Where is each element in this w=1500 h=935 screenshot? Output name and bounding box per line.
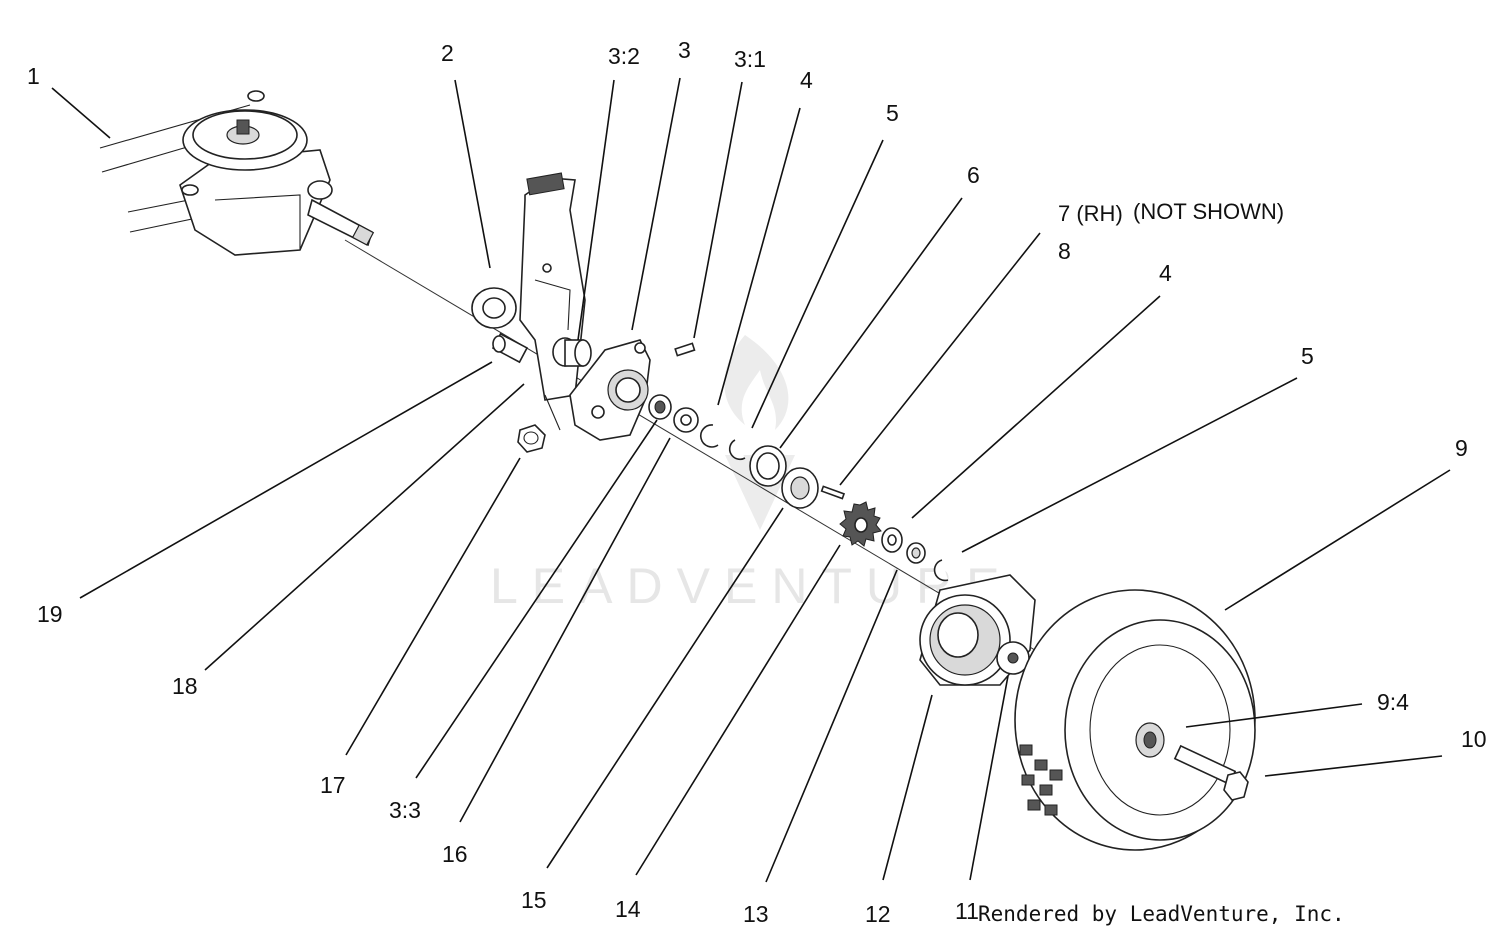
callout-12: 12 — [865, 901, 891, 927]
callout-1: 1 — [27, 63, 40, 89]
callout-5-right: 5 — [1301, 343, 1314, 369]
callout-6: 6 — [967, 162, 980, 188]
callout-4-right: 4 — [1159, 260, 1172, 286]
part-14-pinion-gear — [839, 501, 882, 547]
part-4-retaining-ring — [699, 424, 719, 448]
callout-16: 16 — [442, 841, 468, 867]
part-8-pin — [820, 485, 846, 500]
callout-19: 19 — [37, 601, 63, 627]
part-6-spacer-ring — [749, 445, 787, 487]
render-credit: Rendered by LeadVenture, Inc. — [978, 902, 1345, 926]
watermark: LEADVENTURE — [490, 335, 1000, 614]
part-15-bearing — [781, 467, 819, 509]
callout-17: 17 — [320, 772, 346, 798]
part-2-washer — [471, 287, 517, 329]
part-5-e-clip — [728, 439, 746, 461]
callout-11: 11 — [955, 898, 979, 924]
leader-lines — [51, 77, 1451, 883]
part-3-3-bearing — [648, 394, 672, 420]
part-4-retaining-ring-rh — [881, 527, 903, 553]
callout-7-rh: 7 (RH) — [1058, 201, 1123, 226]
callout-15: 15 — [521, 887, 547, 913]
callout-9: 9 — [1455, 435, 1468, 461]
callout-4-top: 4 — [800, 67, 813, 93]
part-17-nut — [517, 424, 546, 453]
callout-2: 2 — [441, 40, 454, 66]
callout-3-2: 3:2 — [608, 43, 640, 69]
callout-18: 18 — [172, 673, 198, 699]
callout-13: 13 — [743, 901, 769, 927]
callout-8: 8 — [1058, 238, 1071, 264]
callout-3: 3 — [678, 37, 691, 63]
part-9-wheel — [1014, 589, 1256, 851]
callout-10: 10 — [1461, 726, 1487, 752]
callout-3-3: 3:3 — [389, 797, 421, 823]
part-3-pivot-arm — [569, 339, 651, 441]
part-16-washer — [673, 407, 699, 433]
wheel-tread — [1019, 744, 1063, 816]
callout-5-top: 5 — [886, 100, 899, 126]
part-19-bolt — [491, 332, 529, 364]
part-3-2-bushing — [552, 337, 592, 367]
callout-labels: 1 2 3:2 3 3:1 4 5 6 7 (RH) (NOT SHOWN) 8… — [27, 37, 1487, 927]
part-10-wheel-bolt — [1173, 744, 1249, 801]
callout-3-1: 3:1 — [734, 46, 766, 72]
callout-14: 14 — [615, 896, 641, 922]
part-5-e-clip-rh — [933, 559, 949, 582]
part-3-1-screw — [674, 342, 696, 357]
transmission — [179, 90, 375, 256]
callout-9-4: 9:4 — [1377, 689, 1409, 715]
part-13-bushing — [906, 542, 926, 564]
callout-7-not-shown: (NOT SHOWN) — [1133, 199, 1284, 224]
